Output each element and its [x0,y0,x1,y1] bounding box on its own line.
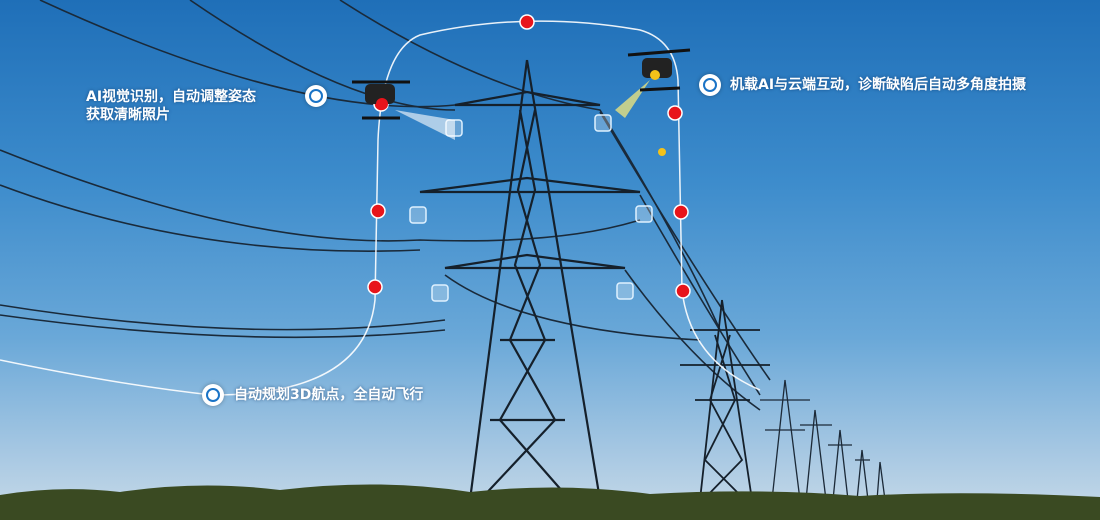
marker-ring-icon [699,74,721,96]
annotation-onboard-ai: 机载AI与云端互动，诊断缺陷后自动多角度拍摄 [730,77,1027,93]
annotation-text: 获取清晰照片 [86,107,170,123]
drone-right [615,48,691,156]
annotation-3d-waypoints: 自动规划3D航点，全自动飞行 [234,387,424,403]
annotation-text: AI视觉识别，自动调整姿态 [86,89,257,105]
transmission-tower-2 [680,299,770,501]
transmission-tower-main [419,59,641,501]
marker-ring-icon [202,384,224,406]
annotation-ai-vision: AI视觉识别，自动调整姿态 获取清晰照片 [86,88,256,124]
marker-ring-icon [305,85,327,107]
treeline [0,484,1100,520]
drone-left [352,80,455,140]
power-lines [0,0,771,411]
distant-towers [760,379,886,501]
